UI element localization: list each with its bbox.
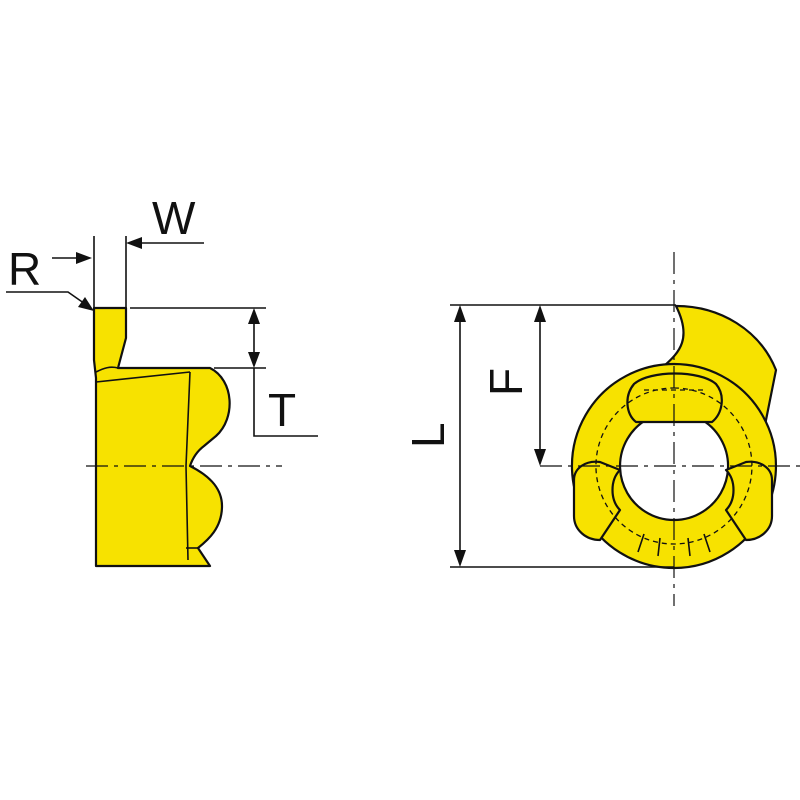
side-view: W R T xyxy=(6,192,318,568)
front-view-ring xyxy=(570,362,778,570)
f-arrowhead-top xyxy=(534,305,546,322)
label-w: W xyxy=(152,192,196,244)
front-view-lobe-top xyxy=(626,372,723,424)
front-view: L F xyxy=(402,252,800,606)
label-r: R xyxy=(8,243,41,295)
f-arrowhead-bottom xyxy=(534,449,546,466)
front-view-lobe-right xyxy=(724,460,774,542)
r-leader-arrowhead xyxy=(78,297,94,311)
front-view-lobe-left xyxy=(572,460,622,542)
l-arrowhead-bottom xyxy=(454,550,466,567)
label-f: F xyxy=(480,368,532,396)
r-arrowhead xyxy=(76,252,92,264)
label-t: T xyxy=(268,384,296,436)
t-leader xyxy=(253,368,318,437)
front-view-hidden-circle xyxy=(595,387,753,545)
side-view-edge-inner xyxy=(185,371,191,561)
w-arrowhead xyxy=(126,237,142,249)
t-arrowhead-bottom xyxy=(248,352,260,368)
side-view-edge-groove xyxy=(95,366,119,373)
t-arrowhead-top xyxy=(248,308,260,324)
r-leader xyxy=(6,291,89,307)
side-view-body xyxy=(92,306,231,568)
side-view-edge-upper xyxy=(95,371,191,383)
l-arrowhead-top xyxy=(454,305,466,322)
label-l: L xyxy=(402,422,454,448)
front-view-hatches xyxy=(637,533,711,557)
